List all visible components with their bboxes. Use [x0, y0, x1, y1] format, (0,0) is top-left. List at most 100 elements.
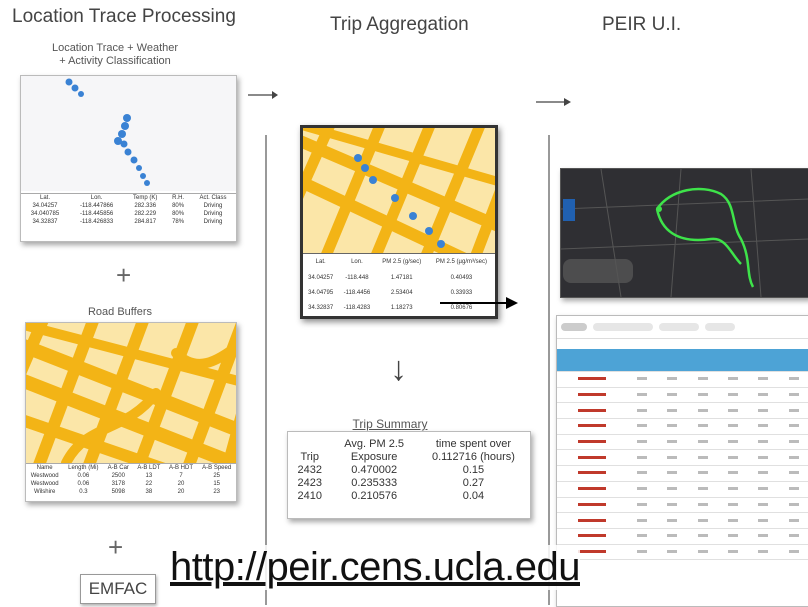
table-row[interactable] [557, 402, 808, 420]
cell-value [697, 534, 708, 538]
table-row: Westwood 0.06 3178 22 20 15 [26, 480, 236, 488]
table-cell [656, 371, 688, 388]
table-row[interactable] [557, 371, 808, 388]
cell-value [697, 393, 708, 397]
table-cell: 1.47181 [390, 274, 413, 281]
toolbar-filter[interactable] [593, 323, 653, 331]
trace-point [369, 176, 377, 184]
road-table-header: Name Length (Mi) A-B Car A-B LDT A-B HDT… [26, 464, 236, 473]
table-cell: 0.210576 [351, 490, 398, 502]
table-cell [656, 481, 688, 498]
road-header-hdt: A-B HDT [168, 465, 193, 471]
toolbar-pill[interactable] [561, 323, 587, 331]
table-cell [748, 449, 779, 467]
agg-header-lon: Lon. [351, 258, 363, 265]
url-link[interactable]: http://peir.cens.ucla.edu [170, 545, 581, 590]
table-row[interactable] [557, 418, 808, 435]
table-row[interactable] [557, 512, 808, 529]
row-link[interactable] [577, 440, 606, 444]
row-link[interactable] [577, 549, 606, 553]
table-row: 34.04795 -118.4456 2.53404 0.33933 [303, 285, 495, 300]
trip-summary-title: Trip Summary [352, 417, 428, 431]
table-cell: 34.040785 [30, 211, 60, 217]
table-row[interactable] [557, 497, 808, 514]
map-streets [561, 169, 808, 297]
column-header[interactable] [687, 349, 718, 372]
cell-value [636, 518, 647, 522]
cell-value [727, 393, 738, 397]
road-header-length: Length (Mi) [68, 465, 99, 471]
table-cell: 282.229 [134, 211, 157, 217]
cell-value [636, 377, 647, 381]
table-cell [717, 371, 749, 388]
column-header[interactable] [778, 349, 808, 372]
table-cell [717, 528, 749, 545]
row-link[interactable] [577, 393, 606, 397]
table-cell: 20 [177, 481, 185, 487]
trace-point [425, 227, 433, 235]
column-header[interactable] [748, 349, 779, 372]
trip-summary-header: Trip Avg. PM 2.5 Exposure time spent ove… [288, 438, 530, 464]
table-cell [656, 528, 688, 545]
trace-points [354, 154, 445, 248]
cell-value [697, 487, 708, 491]
table-row[interactable] [557, 434, 808, 451]
toolbar-filter[interactable] [705, 323, 735, 331]
down-arrow-icon: ↓ [390, 350, 407, 388]
cell-value [667, 408, 678, 412]
table-cell [778, 465, 808, 482]
cell-value [667, 534, 678, 538]
table-cell [557, 449, 627, 467]
table-cell [656, 465, 688, 482]
trip-summary-table: Trip Avg. PM 2.5 Exposure time spent ove… [288, 438, 530, 503]
peir-table-view [556, 315, 808, 607]
table-cell: 2500 [111, 473, 125, 479]
road-network [26, 323, 236, 463]
row-link[interactable] [577, 487, 606, 491]
table-cell [778, 528, 808, 545]
table-cell [717, 434, 749, 451]
table-cell [557, 387, 627, 404]
cell-value [636, 440, 647, 444]
row-link[interactable] [577, 518, 606, 522]
row-link[interactable] [577, 502, 606, 506]
row-link[interactable] [577, 408, 606, 412]
cell-value [758, 408, 769, 412]
table-cell [748, 402, 779, 420]
trace-subtitle-line1: Location Trace + Weather [51, 42, 179, 54]
trace-point [114, 137, 122, 145]
row-link[interactable] [577, 455, 606, 459]
column-header[interactable] [717, 349, 749, 372]
table-cell [656, 497, 688, 514]
table-row[interactable] [557, 481, 808, 498]
table-cell [748, 371, 779, 388]
route-marker [656, 206, 662, 212]
row-link[interactable] [577, 471, 606, 475]
table-cell [687, 528, 718, 545]
table-cell [557, 465, 627, 482]
column-header[interactable] [656, 349, 688, 372]
trace-point [136, 165, 142, 171]
table-cell: 282.336 [134, 203, 157, 209]
table-cell: 0.27 [462, 477, 485, 489]
cell-value [667, 440, 678, 444]
table-cell [626, 449, 657, 467]
column-header[interactable] [626, 349, 657, 372]
table-row[interactable] [557, 544, 808, 561]
table-row[interactable] [557, 449, 808, 467]
row-link[interactable] [577, 534, 606, 538]
cell-value [667, 549, 678, 553]
road-buffers-card: Name Length (Mi) A-B Car A-B LDT A-B HDT… [25, 322, 237, 502]
column-header[interactable] [557, 349, 627, 372]
row-link[interactable] [577, 377, 606, 381]
table-row[interactable] [557, 387, 808, 404]
table-row[interactable] [557, 465, 808, 482]
map-control[interactable] [563, 199, 575, 221]
table-row[interactable] [557, 528, 808, 545]
toolbar-filter[interactable] [659, 323, 699, 331]
table-cell [778, 387, 808, 404]
cell-value [788, 393, 799, 397]
row-link[interactable] [577, 424, 606, 428]
cell-value [667, 502, 678, 506]
trip-summary-card: Trip Avg. PM 2.5 Exposure time spent ove… [287, 431, 531, 519]
